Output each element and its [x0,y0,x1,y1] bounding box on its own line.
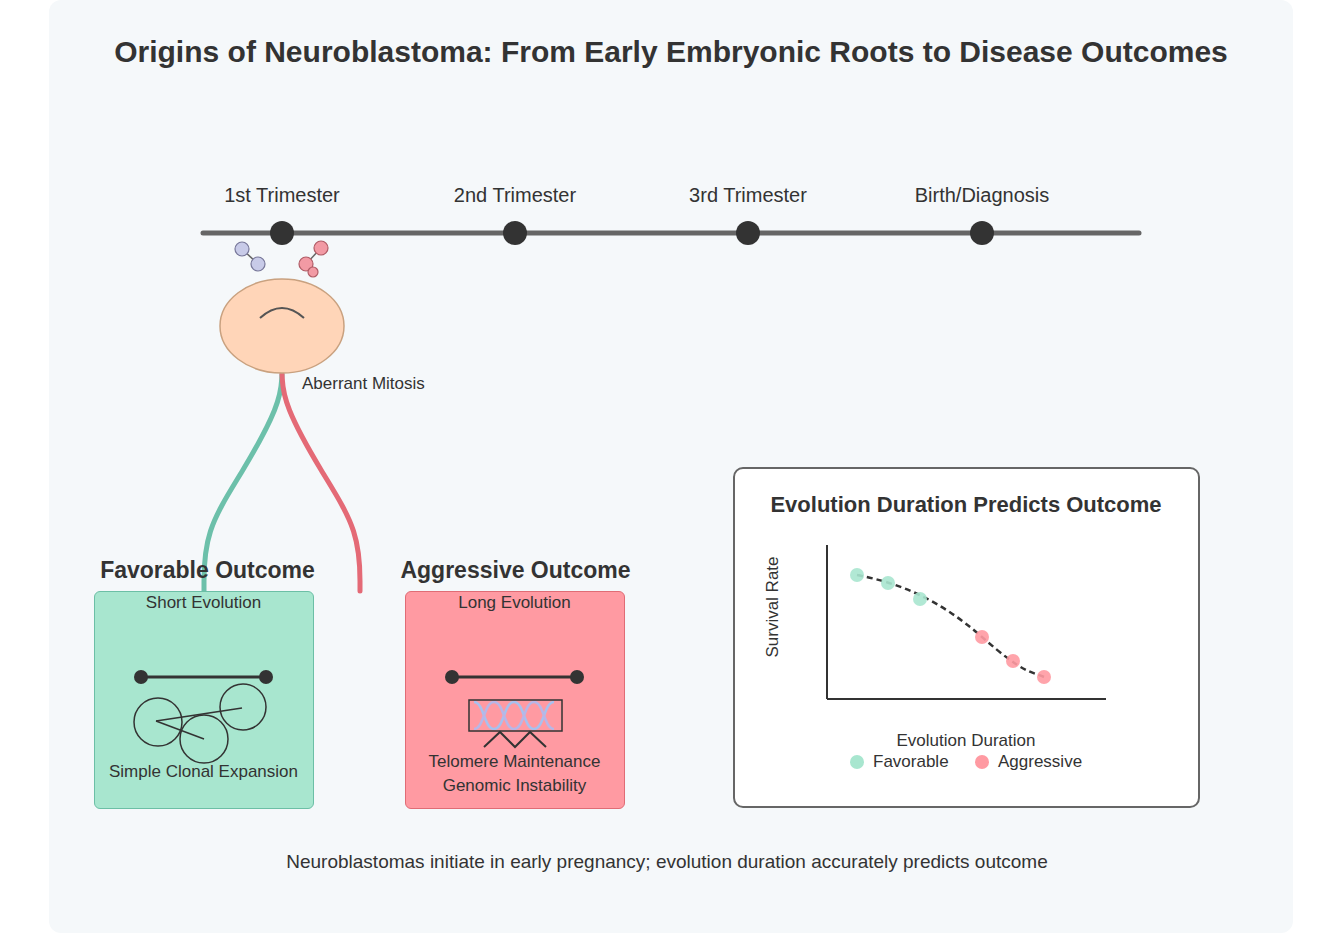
duration-label: Long Evolution [405,592,625,614]
timeline-label: Birth/Diagnosis [872,183,1092,207]
timeline-dot [736,221,760,245]
background-panel [49,0,1293,933]
outcome-heading: Favorable Outcome [78,556,338,584]
mechanism-label: Simple Clonal Expansion [94,761,314,783]
molecule-icons [235,241,328,277]
axis-label: Survival Rate [762,527,784,687]
timeline-label: 1st Trimester [172,183,392,207]
diagram-caption: Neuroblastomas initiate in early pregnan… [167,850,1167,874]
process-label: Aberrant Mitosis [302,373,502,395]
timeline-label: 3rd Trimester [638,183,858,207]
outcome-box: Favorable OutcomeShort EvolutionSimple C… [94,591,314,809]
telomere-icon [445,670,584,747]
axis-label: Evolution Duration [733,730,1200,752]
survival-chart [827,545,1106,699]
cell-ellipse: Aberrant Mitosis [219,278,345,374]
timeline-label: 2nd Trimester [405,183,625,207]
cell-body [220,279,344,373]
outcome-box: Aggressive OutcomeLong EvolutionTelomere… [405,591,625,809]
timeline-axis [203,231,1139,236]
timeline-dot [503,221,527,245]
diagram-title: Origins of Neuroblastoma: From Early Emb… [0,34,1342,70]
cell-arc [260,308,304,318]
duration-label: Short Evolution [94,592,314,614]
mechanism-label: Telomere Maintenance Genomic Instability [415,750,615,798]
clonal-expansion-icon [134,670,273,763]
ellipse-outline [219,278,345,374]
timeline-dot [270,221,294,245]
outcome-heading: Aggressive Outcome [386,556,646,584]
chart-title: Evolution Duration Predicts Outcome [733,491,1200,519]
chart-panel: Evolution Duration Predicts OutcomeSurvi… [733,467,1200,808]
timeline-dot [970,221,994,245]
